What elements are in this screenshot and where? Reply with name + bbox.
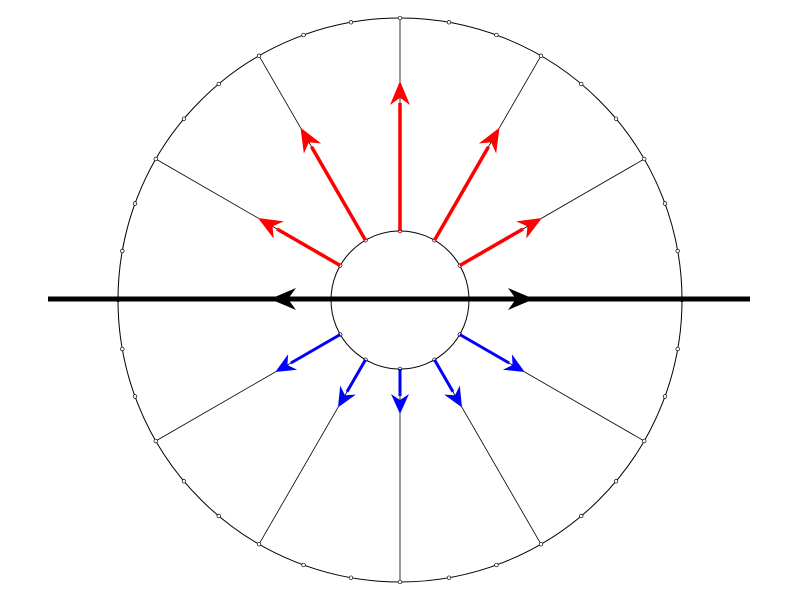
- outer-node-marker: [397, 579, 403, 585]
- red-vector-arrow: [432, 127, 500, 242]
- outer-node-marker: [216, 81, 221, 87]
- outer-node-marker: [153, 156, 158, 162]
- arrow-shaft: [309, 145, 368, 242]
- arrow-shaft: [433, 359, 455, 393]
- outer-node-marker: [120, 346, 125, 352]
- outer-node-marker: [613, 116, 619, 121]
- outer-node-marker: [675, 346, 680, 352]
- outer-node-marker: [538, 542, 544, 547]
- blue-vector-arrow: [433, 359, 462, 408]
- outer-node-marker: [662, 394, 668, 399]
- arrow-head: [502, 354, 525, 372]
- blue-vector-arrow: [275, 333, 341, 372]
- arrow-head: [257, 218, 284, 239]
- outer-node-marker: [301, 32, 306, 38]
- outer-node-marker: [132, 394, 138, 399]
- arrow-head: [300, 127, 322, 154]
- outer-node-marker: [397, 15, 403, 21]
- outer-node-marker: [579, 513, 584, 519]
- outer-node-marker: [256, 53, 262, 58]
- blue-vector-arrow: [459, 333, 525, 372]
- arrow-head: [275, 354, 298, 372]
- outer-node-marker: [256, 542, 262, 547]
- arrow-shaft: [345, 359, 367, 393]
- upper-vectors: [257, 81, 543, 268]
- outer-node-marker: [538, 53, 544, 58]
- outer-node-marker: [662, 201, 668, 206]
- arrow-head: [444, 385, 462, 408]
- outer-node-marker: [181, 479, 187, 484]
- outer-node-marker: [675, 248, 680, 254]
- outer-node-marker: [348, 575, 354, 580]
- outer-node-marker: [446, 575, 452, 580]
- red-vector-arrow: [458, 218, 543, 268]
- outer-node-marker: [181, 116, 187, 121]
- arrow-head: [391, 394, 409, 414]
- arrow-head: [516, 218, 543, 239]
- red-vector-arrow: [300, 127, 368, 242]
- arrow-shaft: [459, 333, 510, 365]
- red-vector-arrow: [390, 81, 410, 231]
- outer-node-marker: [494, 32, 499, 38]
- arrow-shaft: [290, 333, 341, 365]
- blue-vector-arrow: [338, 359, 367, 408]
- outer-node-marker: [579, 81, 584, 87]
- blue-vector-arrow: [391, 369, 409, 414]
- outer-node-marker: [153, 438, 158, 444]
- outer-node-marker: [446, 20, 452, 25]
- outer-node-marker: [494, 562, 499, 568]
- outer-node-marker: [348, 20, 354, 25]
- arrow-shaft: [276, 227, 342, 268]
- outer-node-marker: [216, 513, 221, 519]
- outer-node-marker: [120, 248, 125, 254]
- arrow-shaft: [432, 145, 491, 242]
- arrow-head: [390, 81, 410, 105]
- outer-node-marker: [301, 562, 306, 568]
- outer-node-marker: [642, 438, 647, 444]
- outer-node-marker: [642, 156, 647, 162]
- arrow-head: [338, 385, 356, 408]
- arrow-head: [478, 127, 500, 154]
- red-vector-arrow: [257, 218, 342, 268]
- outer-node-marker: [132, 201, 138, 206]
- outer-node-marker: [613, 479, 619, 484]
- lower-vectors: [275, 333, 525, 414]
- arrow-shaft: [458, 227, 524, 268]
- right-arrowhead: [508, 288, 534, 310]
- horizontal-line: [48, 288, 750, 310]
- left-arrowhead: [270, 288, 296, 310]
